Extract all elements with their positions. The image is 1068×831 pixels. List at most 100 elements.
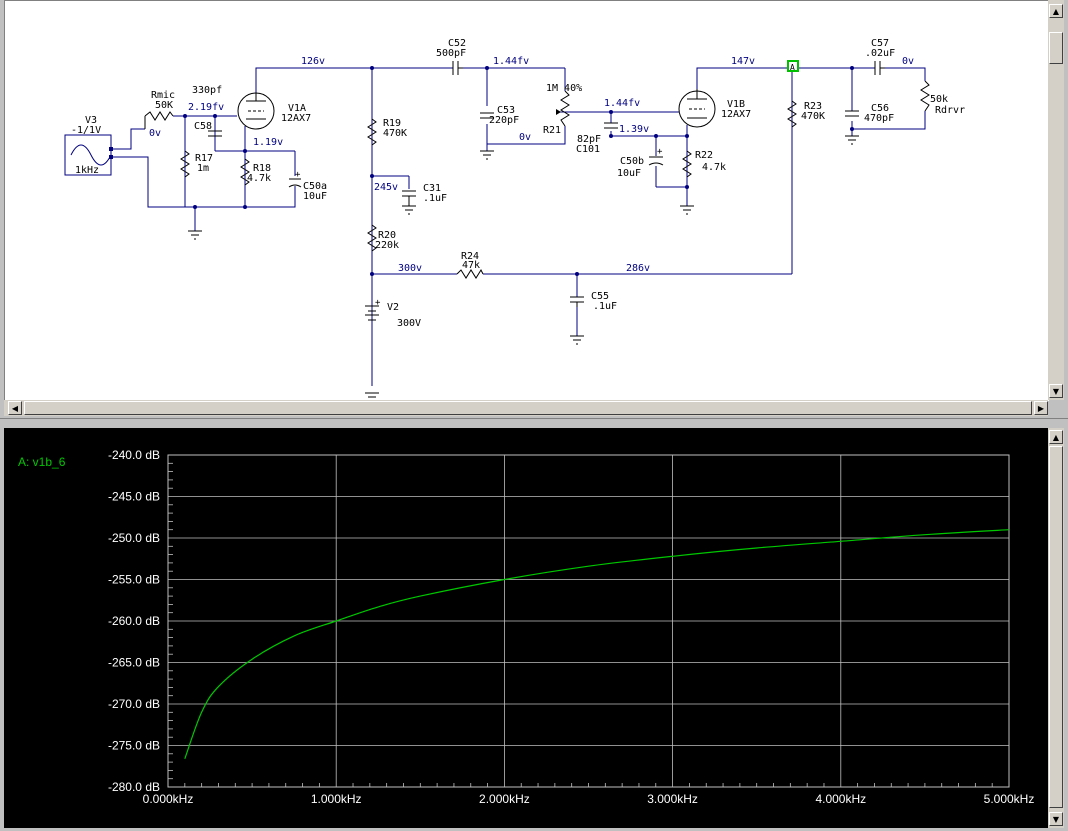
v3-freq: 1kHz xyxy=(75,165,99,176)
c52-value: 500pF xyxy=(436,48,466,59)
r18-value: 4.7k xyxy=(247,173,271,184)
scroll-thumb[interactable] xyxy=(1049,32,1063,64)
capacitor-c50a[interactable] xyxy=(288,178,302,188)
r24-value: 47k xyxy=(462,260,480,271)
r23-name: R23 xyxy=(804,101,822,112)
c101-value: 82pF xyxy=(577,134,601,145)
resistor-r23[interactable] xyxy=(787,100,797,128)
v2-value: 300V xyxy=(397,318,421,329)
tube-v1b[interactable] xyxy=(678,89,716,128)
c57-value: .02uF xyxy=(865,48,895,59)
c58-name: C58 xyxy=(194,121,212,132)
voltage-label: 300v xyxy=(398,263,422,274)
capacitor-c52[interactable] xyxy=(452,61,463,75)
trace-label: A: v1b_6 xyxy=(18,455,66,469)
resistor-r18[interactable] xyxy=(240,158,250,186)
r20-name: R20 xyxy=(378,230,396,241)
schematic-vertical-scrollbar[interactable]: ▲ ▼ xyxy=(1048,0,1064,400)
r22-name: R22 xyxy=(695,150,713,161)
r23-value: 470K xyxy=(801,111,825,122)
y-tick-label: -265.0 dB xyxy=(108,656,160,670)
rmic-value: 50K xyxy=(155,100,173,111)
r19-name: R19 xyxy=(383,118,401,129)
scroll-thumb[interactable] xyxy=(24,401,1032,415)
resistor-r20[interactable] xyxy=(367,224,377,252)
c57-name: C57 xyxy=(871,38,889,49)
scroll-up-icon[interactable]: ▲ xyxy=(1049,430,1063,444)
x-tick-label: 4.000kHz xyxy=(815,792,866,806)
r20-value: 220k xyxy=(375,240,399,251)
tube-v1a[interactable] xyxy=(237,92,275,130)
battery-v2[interactable] xyxy=(365,305,379,321)
plot-vertical-scrollbar[interactable]: ▲ ▼ xyxy=(1048,428,1064,828)
plot-ticks xyxy=(168,462,993,787)
c55-name: C55 xyxy=(591,291,609,302)
scroll-up-icon[interactable]: ▲ xyxy=(1049,4,1063,18)
voltage-label: 1.19v xyxy=(253,137,283,148)
v1a-type: 12AX7 xyxy=(281,113,311,124)
y-tick-label: -250.0 dB xyxy=(108,531,160,545)
c50a-name: C50a xyxy=(303,181,327,192)
capacitor-c55[interactable] xyxy=(570,296,584,307)
series-line-v1b_6 xyxy=(184,529,1010,760)
r18-name: R18 xyxy=(253,163,271,174)
voltage-label: 0v xyxy=(902,56,914,67)
r21-name: R21 xyxy=(543,125,561,136)
c50b-name: C50b xyxy=(620,156,644,167)
v2-name: V2 xyxy=(387,302,399,313)
wiper-arrow-icon xyxy=(556,109,561,115)
y-tick-label: -240.0 dB xyxy=(108,448,160,462)
resistor-r22[interactable] xyxy=(682,150,692,178)
y-tick-label: -280.0 dB xyxy=(108,780,160,794)
pane-splitter[interactable] xyxy=(0,418,1068,427)
x-tick-label: 3.000kHz xyxy=(647,792,698,806)
v1b-type: 12AX7 xyxy=(721,109,751,120)
c53-name: C53 xyxy=(497,105,515,116)
resistor-rdrvr[interactable] xyxy=(920,80,930,112)
potentiometer-r21[interactable] xyxy=(560,90,570,127)
probe-marker[interactable] xyxy=(787,60,799,72)
x-tick-label: 2.000kHz xyxy=(479,792,530,806)
source-v3[interactable] xyxy=(64,134,113,176)
y-tick-label: -270.0 dB xyxy=(108,697,160,711)
scroll-down-icon[interactable]: ▼ xyxy=(1049,812,1063,826)
capacitor-c58[interactable] xyxy=(208,130,222,137)
scroll-down-icon[interactable]: ▼ xyxy=(1049,384,1063,398)
x-tick-label: 0.000kHz xyxy=(143,792,194,806)
v2-polarity: + xyxy=(375,298,381,308)
c52-name: C52 xyxy=(448,38,466,49)
c50b-polarity: + xyxy=(657,147,663,157)
resistor-rmic[interactable] xyxy=(144,111,174,129)
capacitor-c56[interactable] xyxy=(845,110,859,117)
capacitor-c31[interactable] xyxy=(402,190,416,206)
resistor-r17[interactable] xyxy=(180,150,190,178)
wires xyxy=(113,67,926,386)
resistor-r19[interactable] xyxy=(367,118,377,146)
ground-symbols xyxy=(188,135,859,398)
voltage-label: 1.44fv xyxy=(604,98,640,109)
capacitor-c50b[interactable] xyxy=(648,156,664,166)
resistor-r24[interactable] xyxy=(456,268,484,279)
scroll-right-icon[interactable]: ▶ xyxy=(1034,401,1048,415)
junction-dots xyxy=(183,66,854,276)
voltage-label: 286v xyxy=(626,263,650,274)
scroll-left-icon[interactable]: ◀ xyxy=(8,401,22,415)
voltage-label: 245v xyxy=(374,182,398,193)
r17-value: 1m xyxy=(197,163,209,174)
schematic-canvas[interactable]: V3 -1/1V 1kHz Rmic 50K 330pf C58 V1A 12A… xyxy=(4,0,1049,401)
r21-value: 1M 40% xyxy=(546,83,582,94)
y-tick-label: -260.0 dB xyxy=(108,614,160,628)
x-tick-label: 5.000kHz xyxy=(984,792,1035,806)
v1b-name: V1B xyxy=(727,99,745,110)
capacitor-c101[interactable] xyxy=(604,122,618,129)
r19-value: 470K xyxy=(383,128,407,139)
capacitor-c53[interactable] xyxy=(480,112,494,119)
voltage-label: 0v xyxy=(149,128,161,139)
voltage-label: 1.44fv xyxy=(493,56,529,67)
scroll-thumb[interactable] xyxy=(1049,446,1063,808)
schematic-horizontal-scrollbar[interactable]: ◀ ▶ xyxy=(4,400,1048,416)
r17-name: R17 xyxy=(195,153,213,164)
capacitor-c57[interactable] xyxy=(874,61,885,75)
c50a-polarity: + xyxy=(295,170,301,180)
